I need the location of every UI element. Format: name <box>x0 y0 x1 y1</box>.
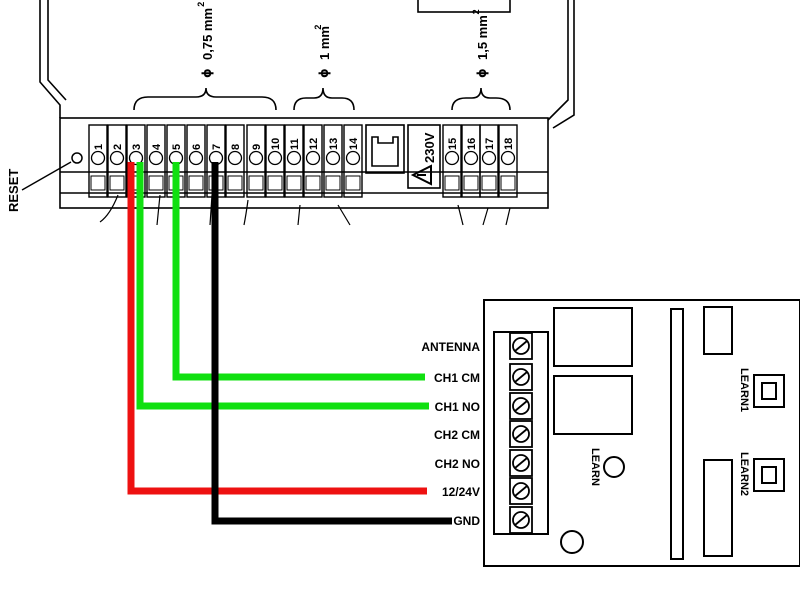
terminal-13[interactable]: 13 <box>323 124 343 198</box>
receiver-board <box>483 299 800 567</box>
terminal-label: 12 <box>308 138 320 150</box>
pin-label: ANTENNA <box>421 340 480 354</box>
terminal-label: 1 <box>93 144 105 150</box>
terminal-label: 15 <box>447 138 459 150</box>
green-wire-ch1-no <box>136 162 429 410</box>
terminal-label: 4 <box>151 143 163 150</box>
controller-housing <box>39 0 575 209</box>
terminal-10[interactable]: 10 <box>265 124 285 198</box>
learn1-label: LEARN1 <box>738 368 750 412</box>
terminal-label: 18 <box>503 138 515 150</box>
lead-lines <box>99 194 511 226</box>
terminal-label: 3 <box>131 144 143 150</box>
reset-group: RESET <box>6 152 83 212</box>
learn-button[interactable] <box>603 456 625 478</box>
pin-label: CH1 CM <box>434 371 480 385</box>
phi-symbol: ϕ <box>317 68 331 78</box>
terminal-label: 17 <box>484 138 496 150</box>
terminal-label: 9 <box>251 144 263 150</box>
terminal-8[interactable]: 8 <box>225 124 245 198</box>
terminal-label: 5 <box>171 144 183 150</box>
pin-label: 12/24V <box>442 485 480 499</box>
terminal-16[interactable]: 16 <box>461 124 481 198</box>
section-label-2: ϕ 1 mm2 <box>313 25 332 78</box>
terminal-4[interactable]: 4 <box>146 124 166 198</box>
learn1-button[interactable] <box>753 374 785 408</box>
screw-icon <box>512 511 530 529</box>
terminal-label: 8 <box>230 144 242 150</box>
warning-triangle-icon <box>410 164 432 186</box>
screw-icon <box>512 368 530 386</box>
terminal-label: 11 <box>289 138 301 150</box>
terminal-15[interactable]: 15 <box>442 124 462 198</box>
voltage-label: 230V <box>422 132 437 163</box>
terminal-label: 2 <box>112 144 124 150</box>
receiver-terminal-strip: ANTENNA CH1 CM CH1 NO CH2 CM CH2 NO 12/24V GND <box>421 332 533 534</box>
pin-label: CH2 NO <box>435 457 480 471</box>
terminal-14[interactable]: 14 <box>343 124 363 198</box>
section-brace-3 <box>451 87 511 111</box>
section-superscript: 2 <box>196 2 206 7</box>
screw-icon <box>512 425 530 443</box>
phi-symbol: ϕ <box>200 68 214 78</box>
wires <box>127 162 452 525</box>
section-superscript: 2 <box>313 25 323 30</box>
section-brace-1 <box>133 87 277 111</box>
terminal-label: 16 <box>466 138 478 150</box>
phi-symbol: ϕ <box>475 68 489 78</box>
learn2-button[interactable] <box>753 458 785 492</box>
pin-label: CH1 NO <box>435 400 480 414</box>
receiver-pin-ch2-no[interactable]: CH2 NO <box>435 449 533 477</box>
reset-label: RESET <box>6 169 21 212</box>
section-text: 1,5 mm <box>475 15 490 60</box>
section-label-1: ϕ 0,75 mm2 <box>196 2 215 78</box>
terminal-18[interactable]: 18 <box>498 124 518 198</box>
receiver-pin-ch1-no[interactable]: CH1 NO <box>435 392 533 420</box>
screw-icon <box>512 454 530 472</box>
receiver-pin-12-24v[interactable]: 12/24V <box>442 477 533 505</box>
section-text: 0,75 mm <box>200 8 215 60</box>
red-wire-12-24v <box>127 162 427 495</box>
terminal-1[interactable]: 1 <box>88 124 108 198</box>
section-superscript: 2 <box>471 9 481 14</box>
screw-icon <box>512 397 530 415</box>
receiver-pin-antenna[interactable]: ANTENNA <box>421 332 533 360</box>
rj-connector-icon <box>365 124 405 174</box>
section-label-3: ϕ 1,5 mm2 <box>471 9 490 78</box>
voltage-area: 230V <box>407 124 441 189</box>
terminal-9[interactable]: 9 <box>246 124 266 198</box>
terminal-label: 13 <box>328 138 340 150</box>
reset-button[interactable] <box>71 152 83 164</box>
terminal-label: 7 <box>211 144 223 150</box>
terminal-6[interactable]: 6 <box>186 124 206 198</box>
screw-icon <box>512 337 530 355</box>
terminal-2[interactable]: 2 <box>107 124 127 198</box>
learn-label: LEARN <box>589 448 601 486</box>
pin-label: CH2 CM <box>434 428 480 442</box>
pin-label: GND <box>453 514 480 528</box>
terminal-17[interactable]: 17 <box>479 124 499 198</box>
learn2-label: LEARN2 <box>738 452 750 496</box>
terminal-label: 6 <box>191 144 203 150</box>
green-wire-ch1-cm <box>172 162 425 381</box>
black-wire-gnd <box>211 162 452 525</box>
terminal-12[interactable]: 12 <box>303 124 323 198</box>
terminal-label: 14 <box>348 137 360 150</box>
receiver-pin-gnd[interactable]: GND <box>453 506 533 534</box>
terminal-label: 10 <box>270 138 282 150</box>
section-brace-2 <box>293 87 355 111</box>
terminal-11[interactable]: 11 <box>284 124 304 198</box>
receiver-pin-ch1-cm[interactable]: CH1 CM <box>434 363 533 391</box>
section-text: 1 mm <box>317 26 332 60</box>
receiver-pin-ch2-cm[interactable]: CH2 CM <box>434 420 533 448</box>
screw-icon <box>512 482 530 500</box>
